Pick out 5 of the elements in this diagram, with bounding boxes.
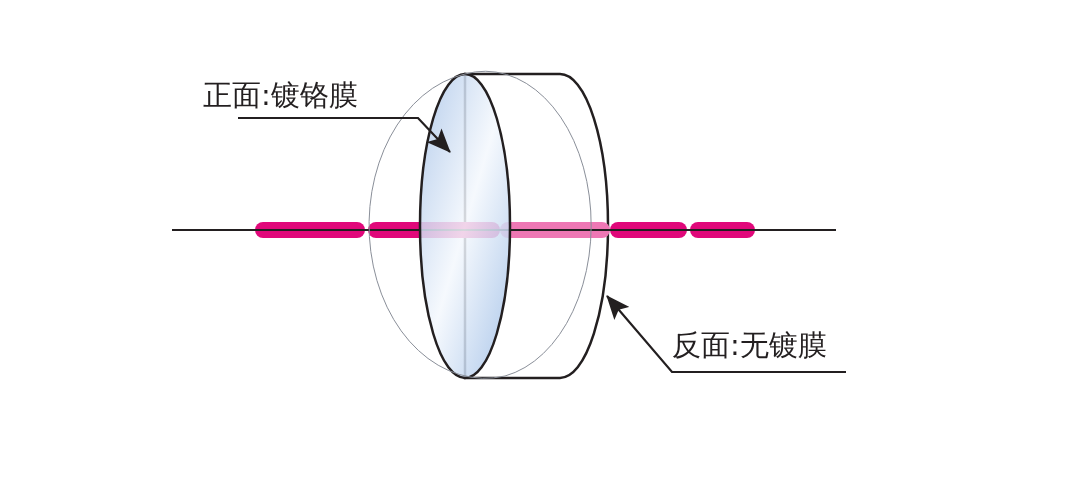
callout-text: 正面:镀铬膜	[203, 80, 358, 112]
leader-line	[606, 295, 846, 374]
lens-front-face	[368, 71, 592, 380]
leader-line	[238, 116, 451, 153]
callout-text: 反面:无镀膜	[672, 330, 827, 362]
